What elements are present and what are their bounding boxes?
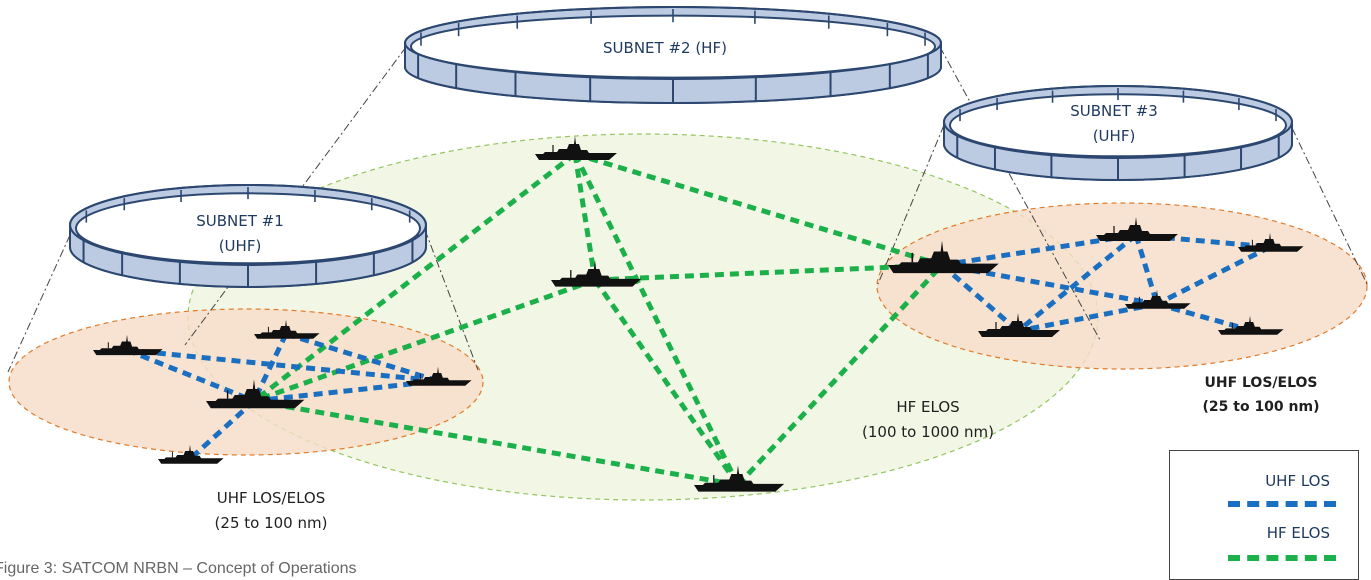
uhf-region-right [876, 202, 1368, 370]
uhf-los-link-r3-r1 [941, 232, 1137, 268]
subnet2-label: SUBNET #2 (HF) [603, 39, 727, 57]
uhf-los-link-l2-l4 [285, 331, 439, 384]
ship-h3 [694, 465, 785, 492]
uhf-los-link-l1-l4 [126, 347, 439, 384]
hf-elos-label-line2: (100 to 1000 nm) [862, 423, 994, 441]
uhf-right-label-line1: UHF LOS/ELOS [1204, 375, 1317, 391]
legend: UHF LOS HF ELOS [1169, 450, 1359, 580]
ship-r5 [978, 313, 1060, 337]
ship-r1 [1096, 217, 1178, 241]
subnet3-label-line2: (UHF) [1093, 127, 1136, 145]
legend-hf-line [1228, 555, 1336, 561]
subnet2-ring [403, 6, 942, 104]
ship-h2 [551, 260, 642, 287]
subnet3-label-line1: SUBNET #3 [1070, 102, 1158, 120]
uhf-right-label-line2: (25 to 100 nm) [1203, 399, 1320, 415]
subnet3-ring [942, 85, 1293, 181]
hf-elos-link-h3-r3 [736, 263, 944, 487]
uhf-los-link-l3-l4 [253, 378, 439, 404]
subnet1-ring [68, 184, 427, 288]
uhf-los-link-r1-r4 [1133, 234, 1160, 305]
uhf-los-link-r1-r5 [1016, 233, 1138, 333]
ship-l4 [406, 366, 472, 386]
ship-l5 [158, 444, 224, 464]
uhf-los-link-l2-l3 [251, 332, 289, 403]
ships [93, 136, 1304, 492]
hf-elos-link-h1-l3 [252, 152, 577, 403]
legend-uhf-label: UHF LOS [1265, 472, 1330, 490]
uhf-los-link-r2-r4 [1155, 244, 1272, 307]
subnet1-label-line2: (UHF) [219, 237, 262, 255]
hf-elos-link-h3-l3 [253, 398, 739, 488]
uhf-left-label-line2: (25 to 100 nm) [215, 514, 328, 532]
ship-r2 [1238, 232, 1304, 252]
projection-lines [7, 46, 1368, 373]
hf-elos-label-line1: HF ELOS [896, 398, 959, 416]
uhf-left-label-line1: UHF LOS/ELOS [217, 489, 326, 507]
ship-l1 [93, 334, 163, 356]
ship-h1 [535, 136, 617, 160]
figure-caption: Figure 3: SATCOM NRBN – Concept of Opera… [0, 560, 357, 577]
ship-r4 [1125, 289, 1191, 309]
hf-elos-link-h2-h3 [592, 278, 741, 487]
subnet-rings [68, 6, 1293, 288]
ship-l3 [206, 379, 305, 409]
hf-elos-link-h1-h3 [572, 152, 741, 487]
ship-l2 [254, 319, 320, 339]
hf-elos-link-h2-r3 [594, 262, 943, 283]
uhf-los-link-r3-r5 [940, 263, 1020, 333]
hf-elos-link-h1-h2 [572, 153, 598, 281]
subnet1-label-line1: SUBNET #1 [196, 212, 284, 230]
uhf-los-link-l1-l3 [126, 347, 255, 404]
hf-elos-link-h1-r3 [574, 151, 943, 268]
legend-hf-label: HF ELOS [1266, 524, 1330, 542]
ship-r6 [1218, 315, 1284, 335]
ship-r3 [888, 240, 999, 274]
hf-elos-link-h2-l3 [253, 277, 596, 404]
legend-uhf-line [1228, 501, 1336, 507]
